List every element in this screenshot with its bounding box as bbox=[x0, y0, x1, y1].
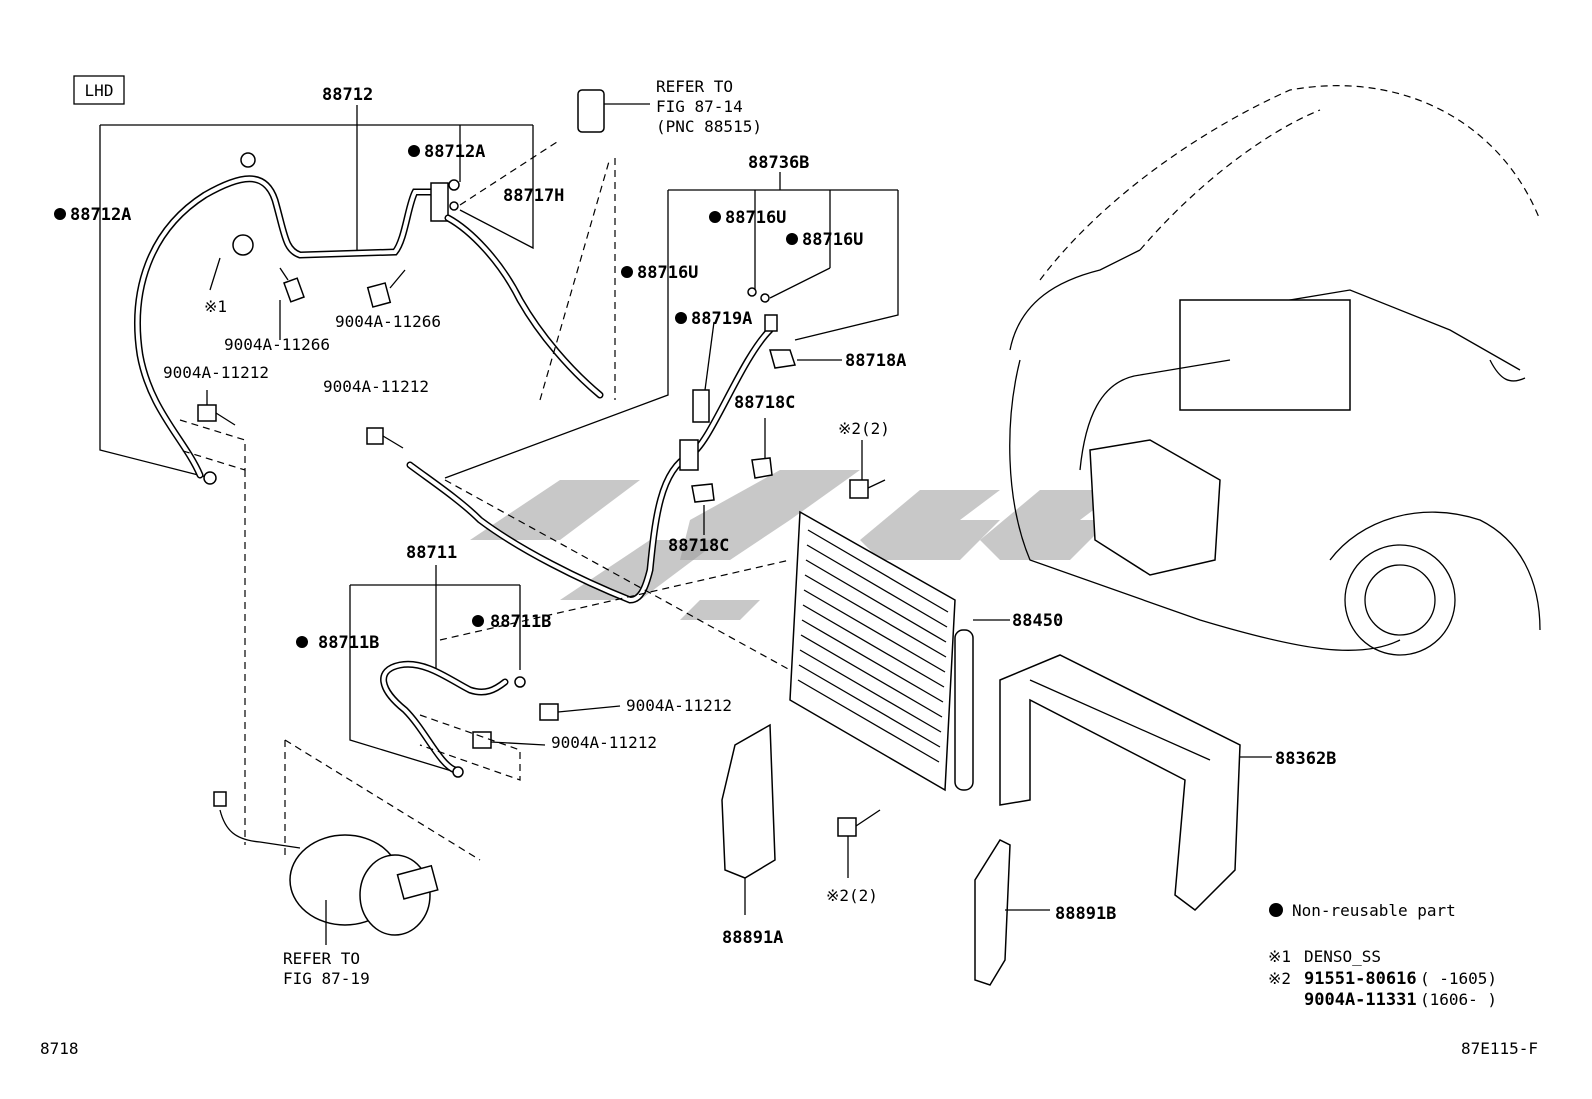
o-ring-88711B-right bbox=[514, 676, 526, 688]
bolt-9004A-11212-a bbox=[197, 390, 236, 426]
nonreusable-dot bbox=[621, 266, 633, 278]
label-88891B: 88891B bbox=[1055, 904, 1116, 924]
label-88717H: 88717H bbox=[503, 186, 564, 206]
label-88712A-top: 88712A bbox=[424, 142, 485, 162]
compressor-connector bbox=[213, 791, 227, 807]
condenser-fins bbox=[797, 529, 949, 763]
label-88736B: 88736B bbox=[748, 153, 809, 173]
label-88362B: 88362B bbox=[1275, 749, 1336, 769]
legend-n1-text: DENSO_SS bbox=[1304, 947, 1381, 966]
label-9004A-11266-a: 9004A-11266 bbox=[224, 335, 330, 354]
label-88712A-left: 88712A bbox=[70, 205, 131, 225]
pressure-switch bbox=[232, 234, 254, 256]
label-88891A: 88891A bbox=[722, 928, 783, 948]
label-88712: 88712 bbox=[322, 85, 373, 105]
footer-page-code: 8718 bbox=[40, 1039, 79, 1058]
clamp-88718A bbox=[769, 349, 796, 369]
seal-88891B bbox=[974, 839, 1050, 986]
o-ring-88716U-b bbox=[760, 293, 770, 303]
condenser-88450 bbox=[439, 440, 1010, 878]
vehicle-condenser bbox=[1089, 439, 1221, 576]
label-88450: 88450 bbox=[1012, 611, 1063, 631]
bolt-9004A-11266-a bbox=[279, 267, 305, 340]
nonreusable-dot bbox=[675, 312, 687, 324]
label-9004A-11212-b: 9004A-11212 bbox=[323, 377, 429, 396]
legend-n1-mark: ※1 bbox=[1268, 947, 1291, 966]
clamp-88718C-b bbox=[691, 483, 715, 503]
watermark-logo bbox=[470, 470, 1120, 620]
label-88711: 88711 bbox=[406, 543, 457, 563]
label-note1-ref: ※1 bbox=[204, 297, 227, 316]
refer-top-line3: (PNC 88515) bbox=[656, 117, 762, 136]
bolt-9004A-11212-d bbox=[472, 731, 492, 749]
vehicle-cutaway bbox=[1009, 85, 1541, 656]
bolt-note2-bottom bbox=[837, 817, 857, 837]
label-9004A-11266-b: 9004A-11266 bbox=[335, 312, 441, 331]
o-ring-88711B-left bbox=[452, 766, 464, 778]
clamp-88718C-a bbox=[751, 457, 773, 479]
lhd-badge-text: LHD bbox=[85, 81, 114, 100]
label-88716U-c: 88716U bbox=[637, 263, 698, 283]
o-ring-88712A bbox=[448, 179, 460, 191]
seal-88891A bbox=[721, 723, 776, 915]
label-note2-top: ※2(2) bbox=[838, 419, 890, 438]
nonreusable-dot bbox=[408, 145, 420, 157]
legend: Non-reusable part ※1 DENSO_SS ※2 91551-8… bbox=[1268, 901, 1497, 1010]
refer-top-line2: FIG 87-14 bbox=[656, 97, 743, 116]
nonreusable-dot bbox=[54, 208, 66, 220]
refer-bottom-line1: REFER TO bbox=[283, 949, 360, 968]
label-88716U-b: 88716U bbox=[802, 230, 863, 250]
hose-block-fitting bbox=[430, 182, 449, 222]
legend-n2-line1-part: 91551-80616 bbox=[1304, 969, 1417, 989]
compressor bbox=[213, 791, 439, 945]
label-note2-bottom: ※2(2) bbox=[826, 886, 878, 905]
nonreusable-dot bbox=[786, 233, 798, 245]
leader-note1 bbox=[209, 257, 221, 291]
lhd-badge: LHD bbox=[73, 75, 125, 105]
legend-nonreusable: Non-reusable part bbox=[1292, 901, 1456, 920]
legend-n2-line1-range: ( -1605) bbox=[1420, 969, 1497, 988]
refer-top-line1: REFER TO bbox=[656, 77, 733, 96]
legend-dot-icon bbox=[1269, 903, 1283, 917]
receiver-tank bbox=[954, 629, 974, 791]
hose-88712-group bbox=[99, 105, 616, 845]
label-9004A-11212-c: 9004A-11212 bbox=[626, 696, 732, 715]
o-ring-88717H bbox=[449, 201, 459, 211]
label-9004A-11212-d: 9004A-11212 bbox=[551, 733, 657, 752]
label-88719A: 88719A bbox=[691, 309, 752, 329]
footer-figure-code: 87E115-F bbox=[1461, 1039, 1538, 1058]
label-88718C-b: 88718C bbox=[668, 536, 729, 556]
vehicle-hvac-unit bbox=[1179, 299, 1351, 411]
label-88718A: 88718A bbox=[845, 351, 906, 371]
nonreusable-dot bbox=[296, 636, 308, 648]
label-88716U-a: 88716U bbox=[725, 208, 786, 228]
label-9004A-11212-a: 9004A-11212 bbox=[163, 363, 269, 382]
nonreusable-dot bbox=[472, 615, 484, 627]
label-88718C-a: 88718C bbox=[734, 393, 795, 413]
tube-88736B-group bbox=[366, 172, 899, 671]
legend-n2-line2-range: (1606- ) bbox=[1420, 990, 1497, 1009]
label-88711B-right: 88711B bbox=[490, 612, 551, 632]
expansion-valve bbox=[577, 89, 650, 133]
valve-88719A bbox=[692, 389, 710, 423]
bolt-9004A-11212-b bbox=[366, 427, 384, 445]
tube-fitting bbox=[764, 314, 778, 332]
label-88711B-left: 88711B bbox=[318, 633, 379, 653]
bolt-note2-top bbox=[849, 479, 869, 499]
refer-bottom-line2: FIG 87-19 bbox=[283, 969, 370, 988]
service-port-cap bbox=[240, 152, 256, 168]
hose-88711-group bbox=[284, 565, 621, 861]
legend-n2-line2-part: 9004A-11331 bbox=[1304, 990, 1417, 1010]
legend-n2-mark: ※2 bbox=[1268, 969, 1291, 988]
o-ring-88712A-left bbox=[203, 471, 217, 485]
labels: 88712 88712A 88712A 88717H ※1 9004A-1126… bbox=[54, 77, 1336, 988]
cover-88362B bbox=[999, 654, 1272, 911]
o-ring-88716U-a bbox=[747, 287, 757, 297]
clamp-block bbox=[679, 439, 699, 471]
bolt-9004A-11266-b bbox=[366, 269, 406, 308]
bolt-9004A-11212-c bbox=[539, 703, 559, 721]
nonreusable-dot bbox=[709, 211, 721, 223]
